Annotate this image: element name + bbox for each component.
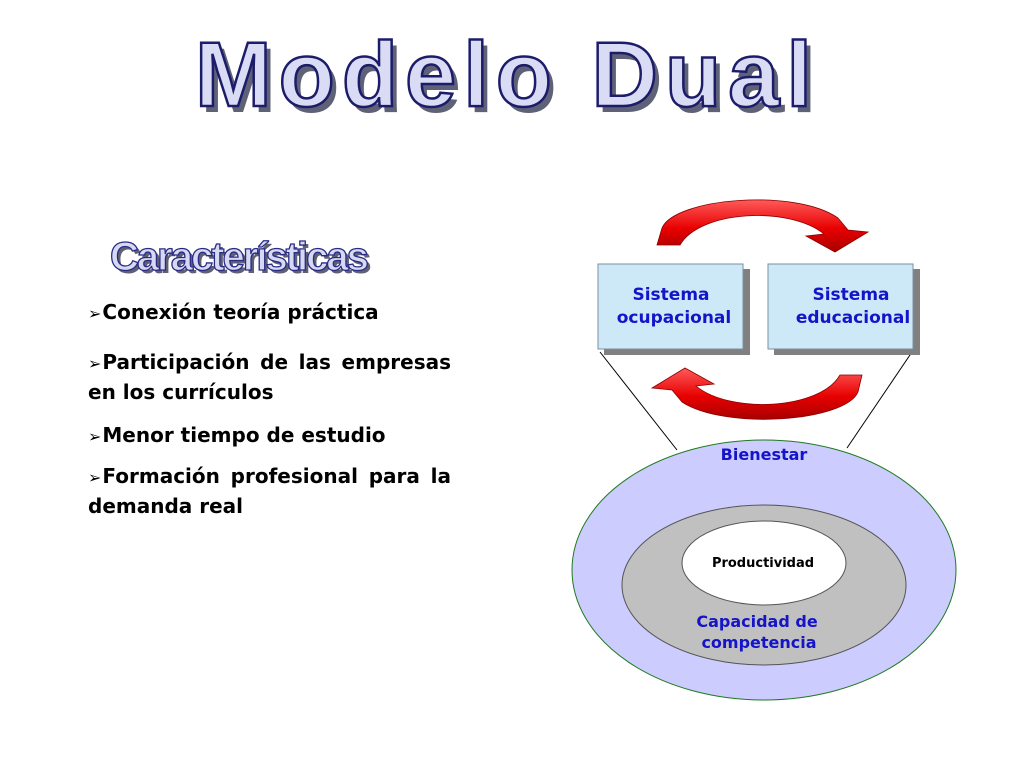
middle-ring-label-line-1: Capacidad de	[696, 612, 817, 631]
arrow-bullet-icon: ➢	[88, 354, 102, 373]
right-box-line-2: educacional	[796, 308, 910, 328]
cycle-arrow-bottom-icon	[650, 367, 863, 420]
arrow-bullet-icon: ➢	[88, 468, 102, 487]
outer-ring-label: Bienestar	[721, 445, 808, 464]
cycle-arrow-top-icon	[656, 199, 870, 253]
bullet-item: ➢Conexión teoría práctica	[88, 298, 451, 328]
bullet-item: ➢Participación de las empresas en los cu…	[88, 348, 451, 407]
bullet-text: Participación de las empresas en los cur…	[88, 350, 451, 404]
box-sistema-ocupacional	[597, 263, 744, 350]
box-sistema-educacional	[767, 263, 914, 350]
bullet-text: Formación profesional para la demanda re…	[88, 464, 451, 518]
left-box-line-2: ocupacional	[617, 308, 731, 328]
left-box-line-1: Sistema	[632, 285, 709, 305]
bullet-item: ➢Formación profesional para la demanda r…	[88, 462, 451, 521]
bullet-list: ➢Conexión teoría práctica ➢Participación…	[88, 298, 451, 521]
right-box-line-1: Sistema	[812, 285, 889, 305]
connector-line-left	[599, 351, 678, 451]
arrow-bullet-icon: ➢	[88, 304, 102, 323]
slide-title: Modelo Dual	[194, 23, 819, 128]
core-productividad	[681, 520, 847, 606]
core-label: Productividad	[712, 556, 814, 571]
section-subtitle: Características	[109, 234, 369, 279]
middle-ring-label-line-2: competencia	[701, 633, 816, 652]
bullet-text: Conexión teoría práctica	[102, 300, 379, 324]
arrow-bullet-icon: ➢	[88, 427, 102, 446]
connector-line-right	[846, 351, 913, 449]
bullet-text: Menor tiempo de estudio	[102, 423, 386, 447]
bullet-item: ➢Menor tiempo de estudio	[88, 421, 451, 451]
